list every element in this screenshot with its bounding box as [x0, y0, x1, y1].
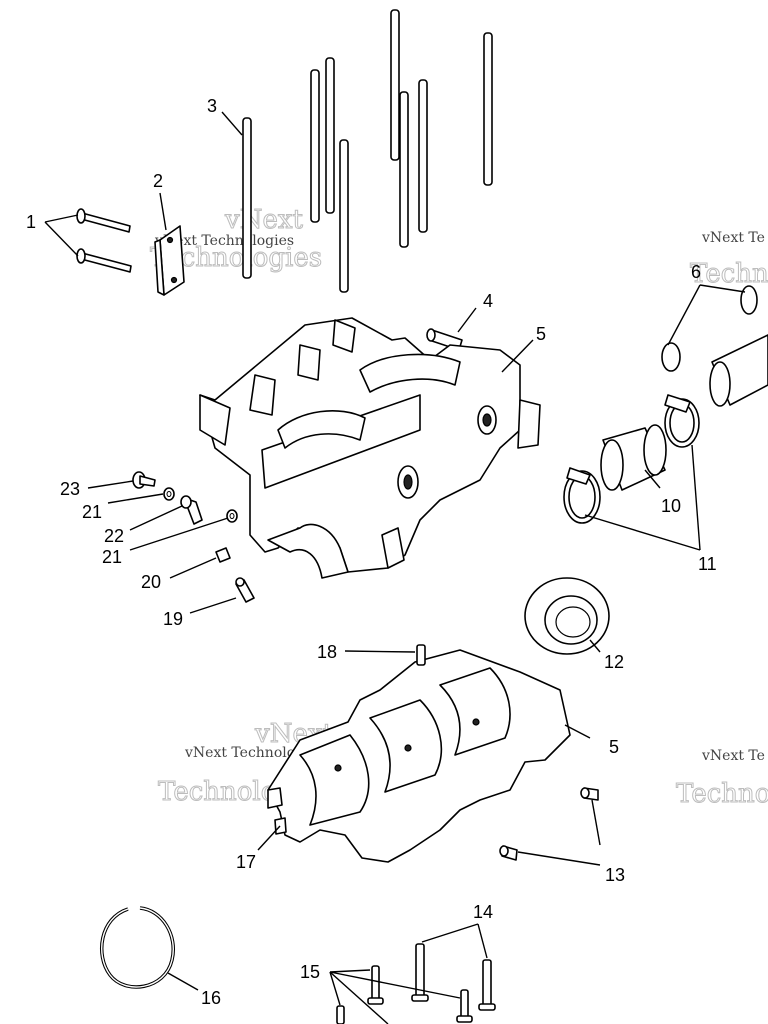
callout-17: 17 — [236, 852, 256, 872]
svg-text:vNext Te: vNext Te — [701, 230, 765, 246]
callout-15: 15 — [300, 962, 320, 982]
svg-text:vNext Technologies: vNext Technologies — [154, 233, 294, 249]
callout-18: 18 — [317, 642, 337, 662]
callout-22: 22 — [104, 526, 124, 546]
part-16-snap-ring — [100, 906, 175, 989]
part-3-studs — [242, 9, 493, 293]
leader-lines — [44, 111, 746, 1024]
callout-5-lower: 5 — [609, 737, 619, 757]
part-14-bolts — [411, 943, 496, 1011]
part-15-bolts — [336, 965, 473, 1024]
callout-labels: 1 2 3 4 5 6 10 11 12 5 13 14 15 16 17 18… — [26, 96, 717, 1008]
callout-14: 14 — [473, 902, 493, 922]
part-12-seal — [524, 577, 610, 655]
callout-4: 4 — [483, 291, 493, 311]
callout-1: 1 — [26, 212, 36, 232]
callout-6: 6 — [691, 262, 701, 282]
callout-16: 16 — [201, 988, 221, 1008]
part-11-hose-clamps — [563, 394, 700, 524]
callout-21-lower: 21 — [102, 547, 122, 567]
part-2-cover-plate — [154, 225, 185, 296]
elbow-fitting — [709, 334, 768, 407]
part-22-fitting — [180, 495, 203, 525]
part-1-screws — [76, 208, 132, 273]
part-21-washer-upper — [163, 487, 175, 501]
callout-23: 23 — [60, 479, 80, 499]
part-10-hose — [600, 424, 667, 491]
callout-11: 11 — [698, 554, 717, 574]
upper-crankcase — [199, 317, 541, 579]
watermark-top-right: vNext Te Technologies — [690, 230, 768, 290]
callout-10: 10 — [661, 496, 681, 516]
lower-crankcase — [267, 644, 571, 863]
part-13-plugs — [499, 787, 599, 861]
callout-13: 13 — [605, 865, 625, 885]
part-6-o-rings — [661, 285, 758, 372]
part-21-washer-lower — [226, 509, 238, 523]
watermark-mid-right: vNext Te Technologies — [676, 748, 768, 810]
callout-3: 3 — [207, 96, 217, 116]
part-23-bolt — [132, 471, 156, 489]
callout-20: 20 — [141, 572, 161, 592]
callout-12: 12 — [604, 652, 624, 672]
callout-21-upper: 21 — [82, 502, 102, 522]
part-20-nut — [215, 547, 231, 563]
callout-19: 19 — [163, 609, 183, 629]
part-19-pin — [235, 577, 255, 603]
svg-text:vNext: vNext — [224, 205, 303, 235]
svg-text:Technologies: Technologies — [676, 779, 768, 809]
callout-5-upper: 5 — [536, 324, 546, 344]
callout-2: 2 — [153, 171, 163, 191]
svg-text:vNext Te: vNext Te — [701, 748, 765, 764]
svg-text:Technologies: Technologies — [690, 259, 768, 289]
